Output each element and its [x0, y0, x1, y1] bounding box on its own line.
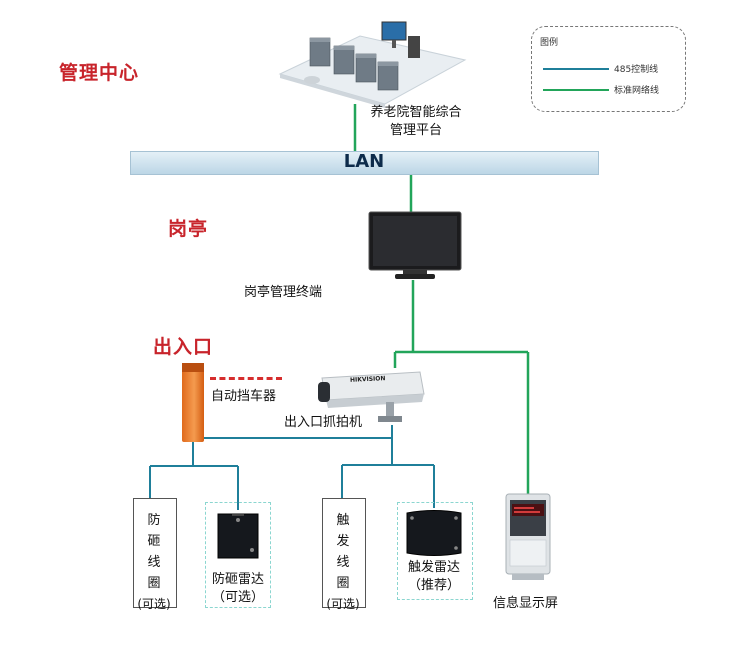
trigger-radar-icon: [406, 510, 462, 556]
trigger-loop-char-4: 圈: [336, 576, 350, 591]
display-label: 信息显示屏: [493, 596, 559, 611]
trigger-radar-label-line2: （推荐）: [407, 578, 460, 593]
terminal-label: 岗亭管理终端: [244, 285, 323, 300]
barrier-label: 自动挡车器: [211, 389, 277, 404]
anti-smash-loop-box: [133, 498, 177, 608]
anti-smash-loop-char-5: (可选): [137, 597, 171, 611]
barrier-arm-icon: [210, 377, 282, 380]
anti-smash-loop-char-1: 防: [147, 513, 161, 528]
trigger-loop-char-1: 触: [336, 513, 350, 528]
trigger-radar-box: [397, 502, 473, 600]
barrier-gate-icon: [182, 363, 204, 442]
radar-icon: [217, 513, 259, 559]
trigger-radar-label-line1: 触发雷达: [407, 560, 460, 575]
anti-smash-loop-label: 防 砸 线 圈 (可选): [133, 510, 175, 615]
monitor-icon: [368, 211, 462, 279]
anti-smash-loop-char-4: 圈: [147, 576, 161, 591]
anti-smash-radar-label: 防砸雷达 （可选）: [198, 571, 278, 607]
legend-title: 图例: [540, 38, 559, 48]
legend: 图例 485控制线 标准网络线: [531, 26, 686, 112]
zone-title-management-center: 管理中心: [59, 62, 140, 84]
server-room-icon: [278, 21, 467, 108]
zone-title-entrance: 出入口: [153, 336, 214, 358]
trigger-loop-char-5: (可选): [326, 597, 360, 611]
platform-label-line2: 管理平台: [389, 123, 442, 138]
platform-label: 养老院智能综合 管理平台: [366, 104, 466, 140]
legend-label-network: 标准网络线: [614, 86, 660, 96]
trigger-loop-box: [322, 498, 366, 608]
display-kiosk-icon: [505, 493, 551, 580]
trigger-loop-char-3: 线: [336, 555, 350, 570]
anti-smash-loop-char-3: 线: [147, 555, 161, 570]
platform-label-line1: 养老院智能综合: [370, 105, 462, 120]
legend-line-network: [543, 89, 609, 91]
legend-label-control: 485控制线: [614, 65, 659, 75]
camera-label: 出入口抓拍机: [284, 415, 363, 430]
lan-bus: [130, 151, 599, 175]
anti-smash-radar-label-line1: 防砸雷达: [211, 572, 264, 587]
anti-smash-radar-box: [205, 502, 271, 608]
trigger-loop-label: 触 发 线 圈 (可选): [322, 510, 364, 615]
zone-title-guard-booth: 岗亭: [168, 218, 209, 240]
trigger-loop-char-2: 发: [336, 534, 350, 549]
trigger-radar-label: 触发雷达 （推荐）: [394, 559, 474, 595]
camera-icon: [318, 371, 425, 422]
lan-label: LAN: [343, 151, 385, 172]
anti-smash-radar-label-line2: （可选）: [211, 590, 264, 605]
anti-smash-loop-char-2: 砸: [147, 534, 161, 549]
legend-line-control: [543, 68, 609, 70]
